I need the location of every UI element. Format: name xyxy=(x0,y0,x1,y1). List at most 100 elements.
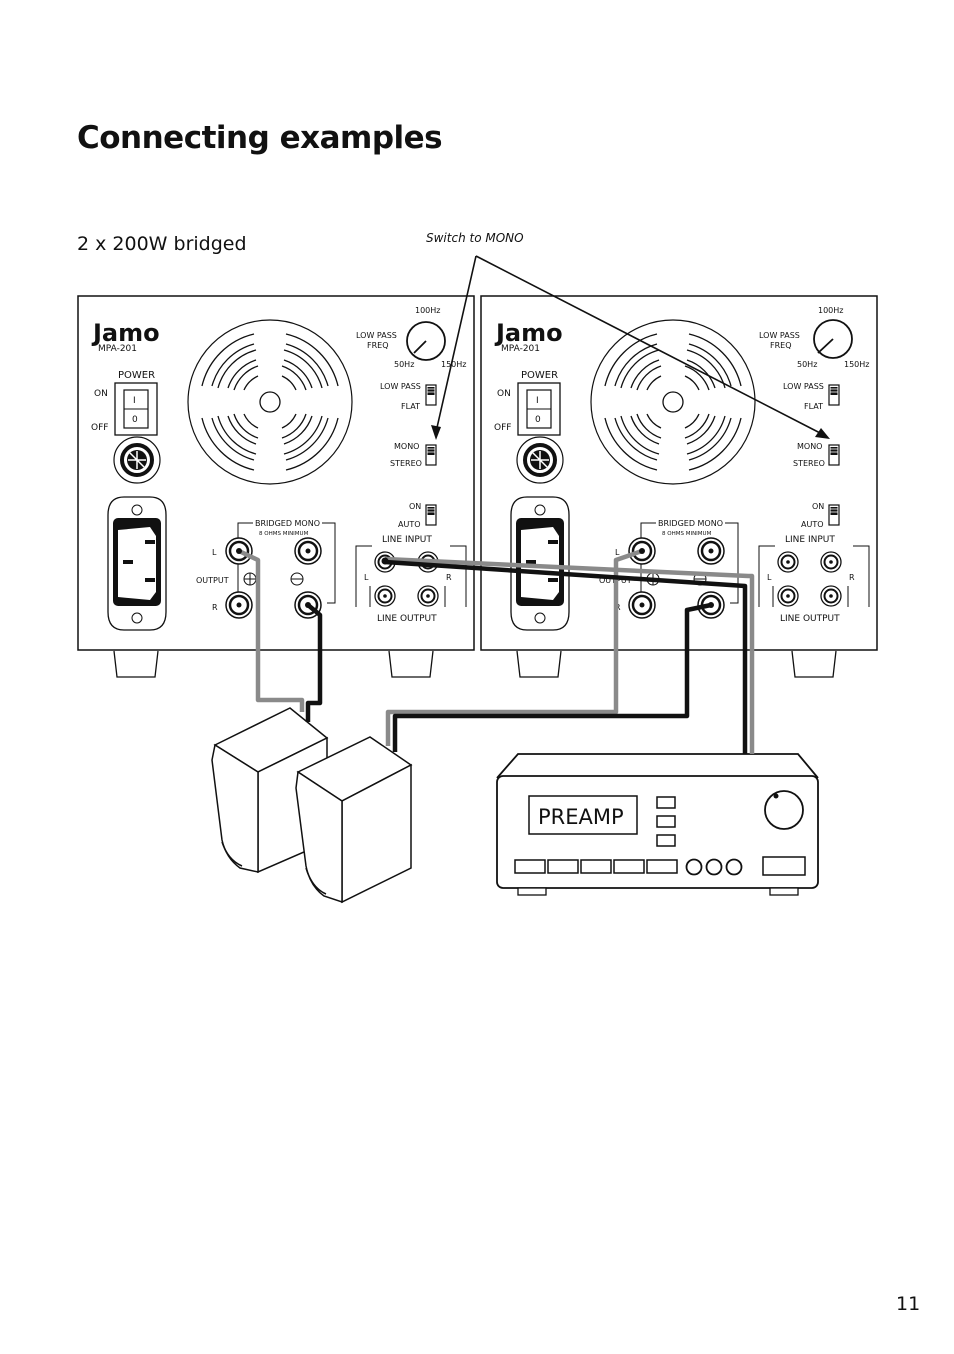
on-auto-switch[interactable] xyxy=(828,504,840,526)
page-number: 11 xyxy=(896,1293,921,1315)
preamp: PREAMP xyxy=(496,753,819,896)
stereo-label: STEREO xyxy=(793,459,825,468)
line-output-r-jack[interactable] xyxy=(820,585,842,607)
model-label: MPA-201 xyxy=(98,344,137,354)
on-label: ON xyxy=(812,502,824,511)
on-label: ON xyxy=(409,502,421,511)
power-switch[interactable]: I 0 xyxy=(517,382,561,436)
bridged-mono-group: BRIDGED MONO 8 OHMS MINIMUM xyxy=(237,519,336,604)
mono-label: MONO xyxy=(394,442,419,451)
flat-label: FLAT xyxy=(804,402,823,411)
line-input-l-jack[interactable] xyxy=(777,551,799,573)
mono-stereo-switch[interactable] xyxy=(828,444,840,466)
power-label: POWER xyxy=(521,370,558,381)
freq-50-label: 50Hz xyxy=(394,360,414,369)
callout-arrows xyxy=(435,255,823,435)
output-r-jack[interactable] xyxy=(627,590,657,620)
mono-stereo-switch[interactable] xyxy=(425,444,437,466)
line-output-r-jack[interactable] xyxy=(417,585,439,607)
low-pass-freq-knob[interactable]: LOW PASS FREQ 100Hz 50Hz 150Hz xyxy=(356,306,466,369)
freq-150-label: 150Hz xyxy=(441,360,466,369)
brand-logo: Jamo xyxy=(494,319,563,347)
switch-on-glyph: I xyxy=(536,396,539,406)
power-inlet-icon xyxy=(510,496,570,631)
power-on-label: ON xyxy=(497,389,511,399)
low-pass-flat-switch[interactable] xyxy=(425,384,437,406)
cable-amp2-minus xyxy=(392,602,712,752)
fuse-holder-icon xyxy=(113,436,161,484)
arrow-head-right xyxy=(815,428,830,439)
power-label: POWER xyxy=(118,370,155,381)
freq-50-label: 50Hz xyxy=(797,360,817,369)
model-label: MPA-201 xyxy=(501,344,540,354)
output-top-right-jack[interactable] xyxy=(696,536,726,566)
mono-label: MONO xyxy=(797,442,822,451)
page-title: Connecting examples xyxy=(77,120,443,156)
section-subtitle: 2 x 200W bridged xyxy=(77,233,247,255)
ohms-label: 8 OHMS MINIMUM xyxy=(259,531,309,537)
output-r-jack[interactable] xyxy=(224,590,254,620)
low-pass-freq-label-line2: FREQ xyxy=(367,341,389,350)
bridged-mono-label: BRIDGED MONO xyxy=(658,519,723,528)
cable-amp2-plus xyxy=(385,548,643,746)
preamp-selector-2[interactable] xyxy=(547,859,579,874)
fuse-holder-icon xyxy=(516,436,564,484)
power-on-label: ON xyxy=(94,389,108,399)
line-l-label: L xyxy=(364,573,369,582)
output-top-right-jack[interactable] xyxy=(293,536,323,566)
preamp-button-1[interactable] xyxy=(656,796,676,809)
preamp-volume-knob[interactable] xyxy=(764,790,804,830)
line-input-r-jack[interactable] xyxy=(820,551,842,573)
arrow-head-left xyxy=(431,425,441,440)
preamp-selector-1[interactable] xyxy=(514,859,546,874)
low-pass-flat-switch[interactable] xyxy=(828,384,840,406)
bridged-mono-label: BRIDGED MONO xyxy=(255,519,320,528)
switch-off-glyph: 0 xyxy=(132,415,138,425)
plus-terminal-icon xyxy=(243,572,257,586)
auto-label: AUTO xyxy=(801,520,824,529)
on-auto-switch[interactable] xyxy=(425,504,437,526)
ohms-label: 8 OHMS MINIMUM xyxy=(662,531,712,537)
preamp-power-button[interactable] xyxy=(762,856,806,876)
switch-on-glyph: I xyxy=(133,396,136,406)
preamp-selector-3[interactable] xyxy=(580,859,612,874)
preamp-small-knob-2[interactable] xyxy=(705,858,723,876)
flat-label: FLAT xyxy=(401,402,420,411)
output-l-label: L xyxy=(212,548,217,557)
low-pass-freq-label-line2: FREQ xyxy=(770,341,792,350)
line-output-label: LINE OUTPUT xyxy=(780,614,840,624)
freq-100-label: 100Hz xyxy=(415,306,440,315)
amplifier-right: Jamo MPA-201 POWER ON OFF I 0 xyxy=(480,295,878,678)
cable-plugs xyxy=(236,548,714,608)
line-r-label: R xyxy=(849,573,855,582)
line-l-label: L xyxy=(767,573,772,582)
output-label: OUTPUT xyxy=(196,576,229,585)
cable-amp1-plus xyxy=(238,548,305,712)
power-inlet-icon xyxy=(107,496,167,631)
brand-logo: Jamo xyxy=(91,319,160,347)
preamp-selector-5[interactable] xyxy=(646,859,678,874)
preamp-display xyxy=(528,795,638,835)
cable-preamp-black xyxy=(384,559,748,754)
line-r-label: R xyxy=(446,573,452,582)
freq-150-label: 150Hz xyxy=(844,360,869,369)
line-output-l-jack[interactable] xyxy=(374,585,396,607)
output-r-label: R xyxy=(212,603,218,612)
low-pass-label: LOW PASS xyxy=(783,382,824,391)
line-input-label: LINE INPUT xyxy=(785,535,835,545)
preamp-small-knob-1[interactable] xyxy=(685,858,703,876)
low-pass-label: LOW PASS xyxy=(380,382,421,391)
preamp-button-3[interactable] xyxy=(656,834,676,847)
switch-to-mono-callout: Switch to MONO xyxy=(426,231,524,245)
low-pass-freq-knob[interactable]: LOW PASS FREQ 100Hz 50Hz 150Hz xyxy=(759,306,869,369)
preamp-small-knob-3[interactable] xyxy=(725,858,743,876)
preamp-button-2[interactable] xyxy=(656,815,676,828)
low-pass-freq-label-line1: LOW PASS xyxy=(759,331,800,340)
power-switch[interactable]: I 0 xyxy=(114,382,158,436)
preamp-selector-4[interactable] xyxy=(613,859,645,874)
output-l-label: L xyxy=(615,548,620,557)
auto-label: AUTO xyxy=(398,520,421,529)
power-off-label: OFF xyxy=(91,423,108,433)
line-output-label: LINE OUTPUT xyxy=(377,614,437,624)
line-output-l-jack[interactable] xyxy=(777,585,799,607)
